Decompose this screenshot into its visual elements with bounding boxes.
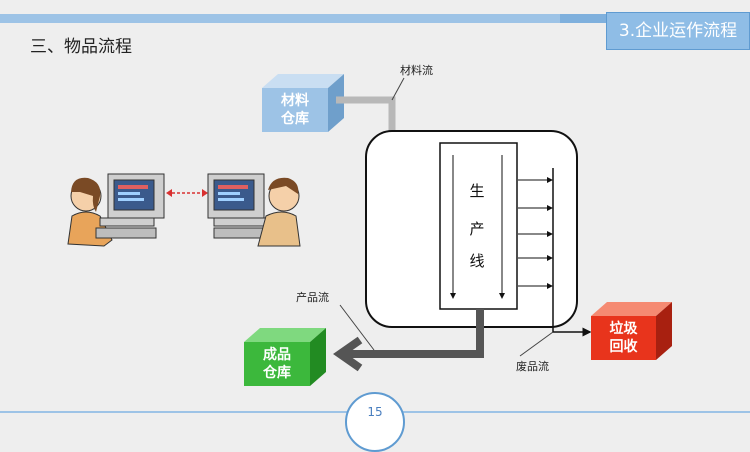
finished-warehouse-line2: 仓库 — [263, 365, 291, 381]
material-flow-pointer — [391, 77, 405, 101]
product-flow-pointer — [339, 304, 375, 351]
header-bar — [0, 14, 610, 23]
production-line-char: 产 — [469, 220, 485, 238]
output-arrows — [518, 177, 553, 289]
section-tag: 3.企业运作流程 — [606, 12, 750, 50]
recycle-box — [591, 302, 672, 360]
material-warehouse-label: 材料 仓库 — [262, 92, 328, 128]
recycle-line2: 回收 — [609, 339, 638, 355]
material-flow-label: 材料流 — [400, 64, 433, 77]
office-workers-illustration — [67, 173, 301, 247]
material-warehouse-line2: 仓库 — [281, 111, 309, 127]
recycle-line1: 垃圾 — [609, 321, 638, 337]
header-bar-accent — [560, 14, 610, 23]
production-line-char: 生 — [469, 182, 485, 200]
flow-diagram — [67, 74, 672, 386]
finished-warehouse-label: 成品 仓库 — [244, 346, 310, 382]
product-flow-arrow — [346, 309, 484, 358]
product-flow-label: 产品流 — [296, 291, 329, 304]
material-warehouse-line1: 材料 — [281, 93, 309, 109]
finished-warehouse-line1: 成品 — [263, 347, 291, 363]
finished-warehouse-box — [244, 328, 326, 386]
page-title: 三、物品流程 — [30, 37, 132, 57]
production-line-char: 线 — [469, 252, 485, 270]
waste-flow-label: 废品流 — [516, 360, 549, 373]
page-number: 15 — [345, 392, 405, 452]
waste-flow-pointer — [519, 331, 554, 357]
recycle-label: 垃圾 回收 — [591, 320, 656, 356]
